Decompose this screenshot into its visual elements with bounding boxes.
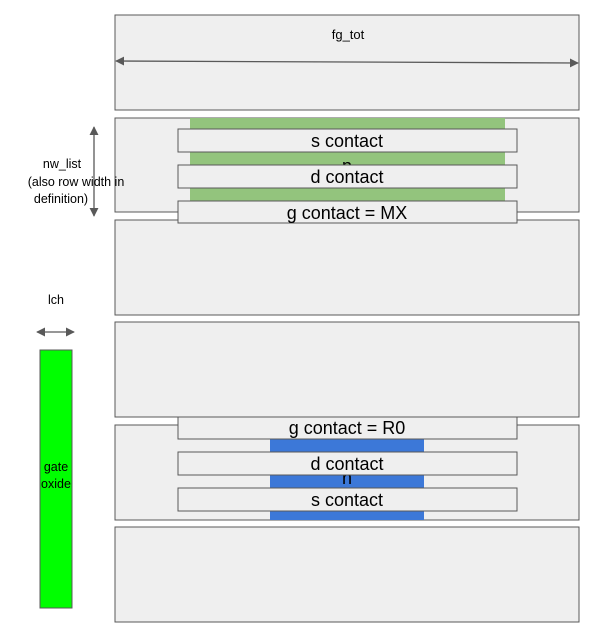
row-4 xyxy=(114,321,580,418)
d-contact-top xyxy=(177,164,518,189)
gate-oxide-bar xyxy=(39,349,73,609)
g-contact-r0-label: g contact = R0 xyxy=(289,418,406,438)
d-contact-top-label: d contact xyxy=(310,167,383,187)
fg-tot-label: fg_tot xyxy=(332,27,365,42)
d-contact-bottom-label: d contact xyxy=(310,454,383,474)
nw-note-line-1: (also row width in xyxy=(28,175,125,189)
nw-note-line-2: definition) xyxy=(34,192,88,206)
s-contact-top xyxy=(177,128,518,153)
gate-oxide-label-2: oxide xyxy=(41,477,71,491)
g-contact-r0 xyxy=(177,416,518,440)
s-contact-bottom-label: s contact xyxy=(311,490,383,510)
gate-oxide-label-1: gate xyxy=(44,460,68,474)
d-contact-bottom xyxy=(177,451,518,476)
s-contact-bottom xyxy=(177,487,518,512)
s-contact-top-label: s contact xyxy=(311,131,383,151)
g-contact-mx xyxy=(177,200,518,224)
row-6 xyxy=(114,526,580,623)
n-region-label: n xyxy=(342,468,352,488)
row-3 xyxy=(114,219,580,316)
lch-label: lch xyxy=(48,293,64,307)
g-contact-mx-label: g contact = MX xyxy=(287,203,408,223)
fg-tot-arrow xyxy=(115,56,579,68)
nw-list-label: nw_list xyxy=(43,157,82,171)
